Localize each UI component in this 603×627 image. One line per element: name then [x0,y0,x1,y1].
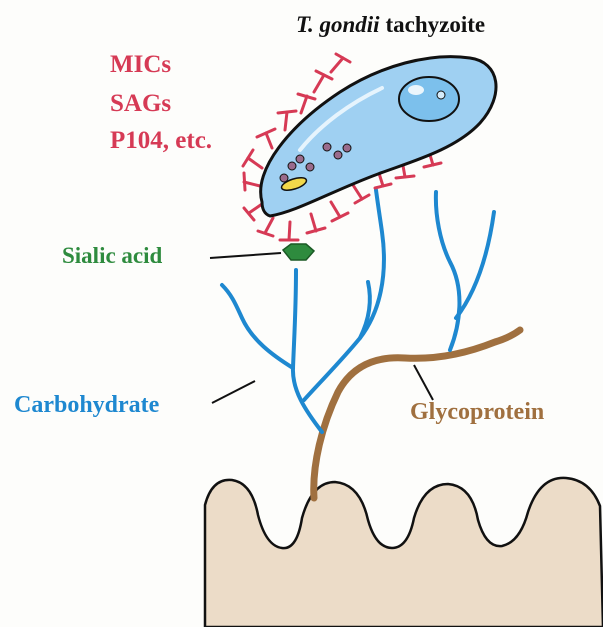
nucleus [399,77,459,121]
title-stage: tachyzoite [386,12,486,37]
parasite-body [261,57,496,216]
title-species: T. gondii [296,12,380,37]
ligand-label-p104: P104, etc. [110,128,212,153]
sialic-acid-hexagon [283,244,314,260]
host-cell-surface [205,478,603,627]
nucleolus [437,91,445,99]
glycoprotein-label: Glycoprotein [410,400,544,424]
ligand-label-mics: MICs [110,52,171,77]
ligand-label-sags: SAGs [110,91,171,116]
carbohydrate-tree [222,190,494,432]
sialic-acid-label: Sialic acid [62,244,162,267]
nucleus-shine [408,85,424,95]
carbohydrate-label: Carbohydrate [14,393,159,417]
